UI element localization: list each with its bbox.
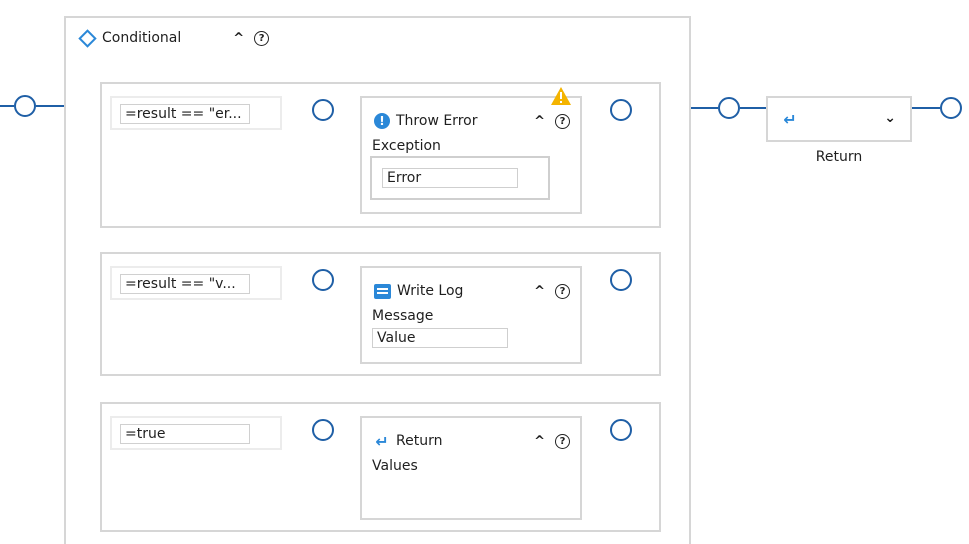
help-icon[interactable]: ? [555, 283, 570, 299]
write-log-activity[interactable]: Write Log ^ ? Message Value [360, 266, 582, 364]
case-port[interactable] [312, 269, 334, 291]
message-input[interactable]: Value [372, 328, 508, 348]
conditional-header: Conditional ^ ? [78, 28, 270, 48]
return-node[interactable]: ↵ ⌄ [766, 96, 912, 142]
field-label: Message [372, 308, 434, 324]
case-port[interactable] [312, 99, 334, 121]
collapse-icon[interactable]: ^ [534, 283, 545, 299]
activity-title: Throw Error [396, 113, 478, 129]
log-icon [374, 283, 391, 299]
activity-title: Write Log [397, 283, 464, 299]
activity-header: ↵ Return ^ ? [374, 430, 570, 452]
return-icon: ↵ [783, 110, 797, 129]
activity-header: ! Throw Error ^ ? [374, 110, 570, 132]
condition-field[interactable]: =true [110, 416, 282, 450]
error-icon: ! [374, 113, 390, 129]
collapse-icon[interactable]: ^ [233, 30, 245, 46]
return-activity[interactable]: ↵ Return ^ ? Values [360, 416, 582, 520]
exception-input[interactable]: Error [382, 168, 518, 188]
diamond-icon [78, 28, 97, 48]
condition-field[interactable]: =result == "er... [110, 96, 282, 130]
activity-header: Write Log ^ ? [374, 280, 570, 302]
condition-input[interactable]: =result == "er... [120, 104, 250, 124]
chevron-down-icon[interactable]: ⌄ [884, 110, 896, 126]
collapse-icon[interactable]: ^ [534, 113, 545, 129]
return-input-port[interactable] [718, 97, 740, 119]
field-label: Values [372, 458, 418, 474]
condition-input[interactable]: =true [120, 424, 250, 444]
entry-port[interactable] [14, 95, 36, 117]
return-caption: Return [815, 149, 863, 165]
exception-field-wrapper: Error [370, 156, 550, 200]
throw-error-activity[interactable]: ! Throw Error ^ ? Exception Error [360, 96, 582, 214]
field-label: Exception [372, 138, 441, 154]
case-port[interactable] [312, 419, 334, 441]
conditional-title: Conditional [102, 30, 182, 46]
help-icon[interactable]: ? [555, 113, 570, 129]
condition-input[interactable]: =result == "v... [120, 274, 250, 294]
activity-output-port[interactable] [610, 99, 632, 121]
activity-title: Return [396, 433, 443, 449]
activity-output-port[interactable] [610, 269, 632, 291]
help-icon[interactable]: ? [555, 433, 570, 449]
warning-icon [551, 87, 571, 105]
activity-output-port[interactable] [610, 419, 632, 441]
exit-port[interactable] [940, 97, 962, 119]
return-icon: ↵ [375, 431, 389, 451]
condition-field[interactable]: =result == "v... [110, 266, 282, 300]
help-icon[interactable]: ? [254, 30, 270, 46]
collapse-icon[interactable]: ^ [534, 433, 545, 449]
